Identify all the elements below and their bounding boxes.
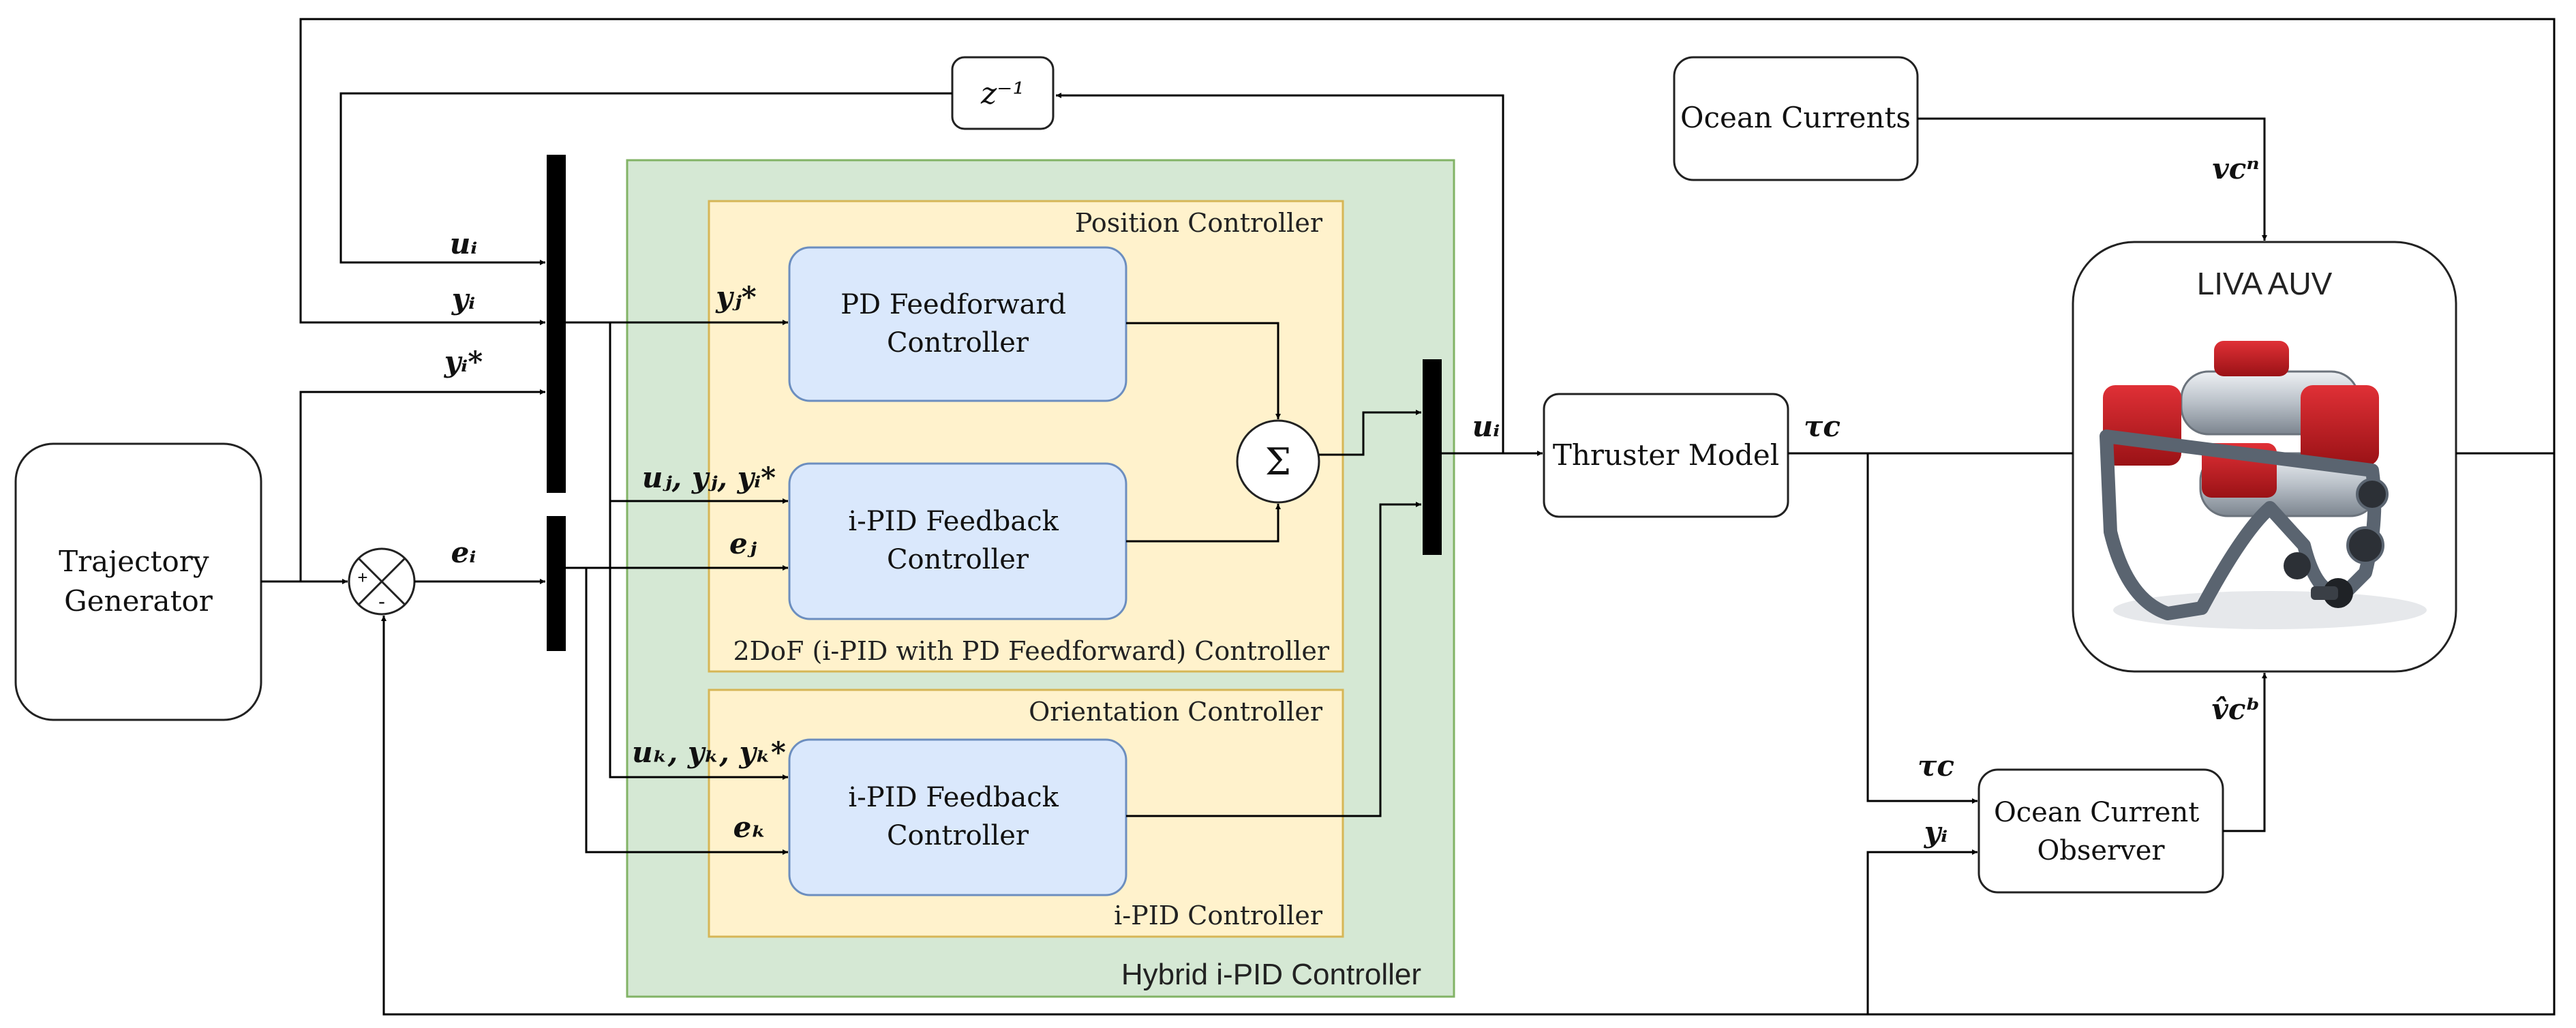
comparator-minus: - — [378, 590, 385, 613]
thruster-model-label: Thruster Model — [1553, 438, 1779, 472]
twodof-controller-label: 2DoF (i-PID with PD Feedforward) Control… — [733, 636, 1329, 666]
orientation-controller-label: Orientation Controller — [1029, 697, 1323, 727]
mux-bar-top — [547, 155, 566, 493]
wire-ui-to-delay — [1056, 93, 1504, 453]
trajectory-generator-block: Trajectory Generator — [14, 442, 262, 721]
delay-block: z⁻¹ — [951, 56, 1055, 130]
pd-feedforward-label: PD Feedforward Controller — [840, 289, 1075, 359]
trajectory-generator-label: Trajectory Generator — [59, 545, 218, 618]
hybrid-ipid-label: Hybrid i-PID Controller — [1121, 958, 1421, 991]
mux-bar-output — [1423, 359, 1442, 555]
ipid-feedback-position-block: i-PID Feedback Controller — [788, 462, 1127, 620]
ocean-current-observer-label: Ocean Current Observer — [1994, 797, 2208, 866]
signal-uk-yk-ykstar: uₖ, yₖ, yₖ* — [632, 736, 786, 769]
signal-yjstar: yⱼ* — [715, 280, 757, 314]
ipid-feedback-orientation-label: i-PID Feedback Controller — [848, 782, 1067, 851]
wire-tau-to-observer — [1866, 453, 1978, 804]
signal-yi-observer: yᵢ — [1924, 815, 1948, 849]
mux-bar-error — [547, 516, 566, 651]
wire-yi-outer — [299, 18, 2556, 453]
wire-currents-to-auv — [1918, 117, 2267, 241]
comparator-node: + - — [348, 547, 416, 616]
wire-ek — [585, 568, 788, 855]
wire-observer-to-auv — [2223, 673, 2267, 832]
ipid-feedback-orientation-block: i-PID Feedback Controller — [788, 738, 1127, 896]
wire-orientation-to-mux — [1126, 502, 1421, 817]
wire-ipid-to-sum — [1126, 504, 1281, 543]
ipid-controller-label: i-PID Controller — [1114, 901, 1323, 931]
wire-tg-to-yistar — [261, 389, 545, 583]
signal-ek: eₖ — [733, 811, 767, 844]
signal-ei: eᵢ — [451, 536, 476, 569]
wire-feedback-bottom — [381, 453, 2556, 1016]
wires — [261, 18, 2556, 1016]
liva-auv-block: LIVA AUV — [2072, 241, 2457, 673]
signal-ui-mux: uᵢ — [450, 227, 478, 260]
thruster-model-block: Thruster Model — [1543, 393, 1789, 518]
signal-uj-yj-yistar: uⱼ, yⱼ, yᵢ* — [642, 461, 776, 494]
delay-label: z⁻¹ — [980, 76, 1025, 111]
signal-tau-observer: τc — [1918, 749, 1954, 783]
ipid-feedback-position-label: i-PID Feedback Controller — [848, 506, 1067, 575]
position-controller-label: Position Controller — [1075, 208, 1323, 238]
summation-node: Σ — [1236, 419, 1320, 504]
wire-delay-to-mux — [339, 92, 952, 265]
signal-tau-out: τc — [1804, 410, 1840, 443]
signal-vcn: vcⁿ — [2212, 152, 2259, 185]
signal-ej: eⱼ — [729, 527, 757, 560]
ocean-current-observer-block: Ocean Current Observer — [1978, 768, 2224, 894]
summation-symbol: Σ — [1265, 440, 1291, 483]
ocean-currents-label: Ocean Currents — [1680, 101, 1911, 134]
wire-pd-to-sum — [1126, 322, 1281, 419]
signal-yi-mux: yᵢ — [451, 282, 475, 316]
comparator-plus: + — [357, 567, 367, 588]
wire-sum-to-mux — [1319, 410, 1421, 456]
liva-auv-label: LIVA AUV — [2197, 266, 2333, 301]
ocean-currents-block: Ocean Currents — [1673, 56, 1919, 181]
auv-image — [2100, 341, 2427, 629]
wire-yi-to-observer — [1866, 849, 1978, 1014]
pd-feedforward-block: PD Feedforward Controller — [788, 246, 1127, 402]
wire-uj-yj — [566, 321, 788, 504]
signal-ui-out: uᵢ — [1472, 410, 1500, 443]
wire-uk-yk — [609, 501, 788, 780]
signal-vcb-hat: v̂cᵇ — [2212, 693, 2260, 726]
signal-yistar-mux: yᵢ* — [444, 345, 483, 378]
